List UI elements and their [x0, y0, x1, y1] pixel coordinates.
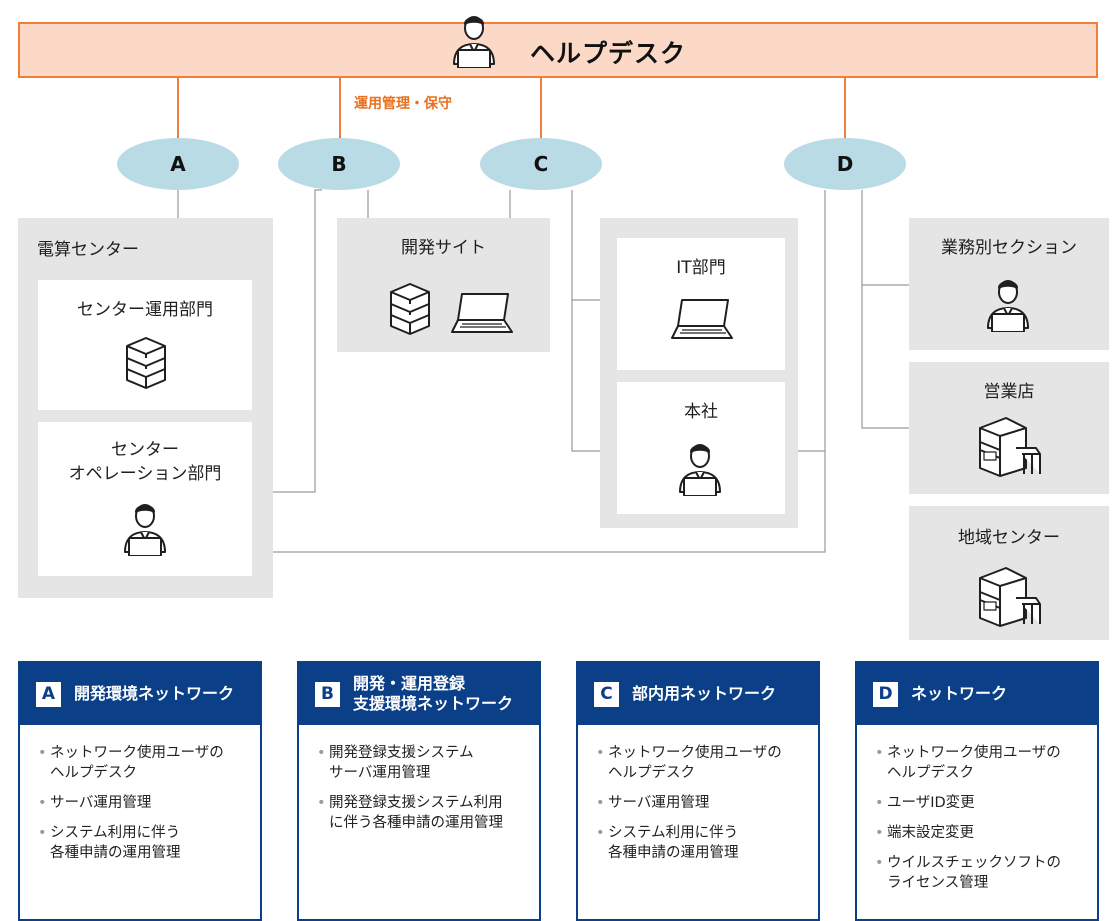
legend-item: 開発登録支援システム利用 に伴う各種申請の運用管理 — [317, 793, 529, 833]
dev-site-title: 開発サイト — [401, 238, 486, 258]
helpdesk-title: ヘルプデスク — [530, 39, 687, 68]
legend-list: 開発登録支援システム サーバ運用管理 開発登録支援システム利用 に伴う各種申請の… — [317, 743, 529, 843]
legend-item: 開発登録支援システム サーバ運用管理 — [317, 743, 529, 783]
denzan-center-title: 電算センター — [37, 240, 139, 260]
legend-title: 開発・運用登録 支援環境ネットワーク — [353, 674, 514, 713]
legend-item: ネットワーク使用ユーザの ヘルプデスク — [875, 743, 1087, 783]
legend-header: C 部内用ネットワーク — [578, 663, 818, 725]
legend-card-b: B 開発・運用登録 支援環境ネットワーク 開発登録支援システム サーバ運用管理 … — [297, 661, 541, 921]
legend-item: サーバ運用管理 — [38, 793, 250, 813]
person-laptop-icon — [117, 494, 173, 560]
legend-item: 端末設定変更 — [875, 823, 1087, 843]
legend-list: ネットワーク使用ユーザの ヘルプデスク サーバ運用管理 システム利用に伴う 各種… — [38, 743, 250, 873]
server-icon — [387, 282, 433, 340]
legend-item: システム利用に伴う 各種申請の運用管理 — [38, 823, 250, 863]
person-laptop-icon — [446, 6, 502, 72]
legend-item: ネットワーク使用ユーザの ヘルプデスク — [38, 743, 250, 783]
honsha-title: 本社 — [684, 402, 718, 422]
node-a: A — [117, 138, 239, 190]
person-laptop-icon — [980, 270, 1036, 336]
ops-label: 運用管理・保守 — [354, 96, 452, 112]
server-icon — [123, 336, 169, 394]
legend-list: ネットワーク使用ユーザの ヘルプデスク ユーザID変更 端末設定変更 ウイルスチ… — [875, 743, 1087, 903]
laptop-icon — [450, 290, 516, 340]
person-laptop-icon — [672, 434, 728, 500]
legend-title: 部内用ネットワーク — [632, 684, 777, 703]
regional-center-title: 地域センター — [958, 528, 1060, 548]
legend-header: D ネットワーク — [857, 663, 1097, 725]
helpdesk-bar — [18, 22, 1098, 78]
legend-letter: B — [315, 682, 340, 707]
legend-card-a: A 開発環境ネットワーク ネットワーク使用ユーザの ヘルプデスク サーバ運用管理… — [18, 661, 262, 921]
node-c: C — [480, 138, 602, 190]
legend-header: B 開発・運用登録 支援環境ネットワーク — [299, 663, 539, 725]
center-ops-label: センター運用部門 — [77, 300, 213, 320]
legend-list: ネットワーク使用ユーザの ヘルプデスク サーバ運用管理 システム利用に伴う 各種… — [596, 743, 808, 873]
building-icon — [976, 414, 1042, 482]
laptop-icon — [670, 296, 736, 346]
sales-office-title: 営業店 — [983, 382, 1035, 402]
node-b: B — [278, 138, 400, 190]
building-icon — [976, 564, 1042, 632]
legend-letter: C — [594, 682, 619, 707]
legend-letter: D — [873, 682, 898, 707]
legend-header: A 開発環境ネットワーク — [20, 663, 260, 725]
it-dept-title: IT部門 — [676, 258, 726, 278]
dev-site-panel — [337, 218, 550, 352]
legend-title: ネットワーク — [911, 684, 1008, 703]
legend-item: ウイルスチェックソフトの ライセンス管理 — [875, 853, 1087, 893]
legend-card-c: C 部内用ネットワーク ネットワーク使用ユーザの ヘルプデスク サーバ運用管理 … — [576, 661, 820, 921]
node-d: D — [784, 138, 906, 190]
business-section-title: 業務別セクション — [941, 238, 1077, 258]
legend-letter: A — [36, 682, 61, 707]
legend-card-d: D ネットワーク ネットワーク使用ユーザの ヘルプデスク ユーザID変更 端末設… — [855, 661, 1099, 921]
center-operation-label: センター オペレーション部門 — [68, 440, 222, 484]
legend-item: サーバ運用管理 — [596, 793, 808, 813]
legend-item: ユーザID変更 — [875, 793, 1087, 813]
legend-item: ネットワーク使用ユーザの ヘルプデスク — [596, 743, 808, 783]
legend-title: 開発環境ネットワーク — [74, 684, 235, 703]
legend-item: システム利用に伴う 各種申請の運用管理 — [596, 823, 808, 863]
